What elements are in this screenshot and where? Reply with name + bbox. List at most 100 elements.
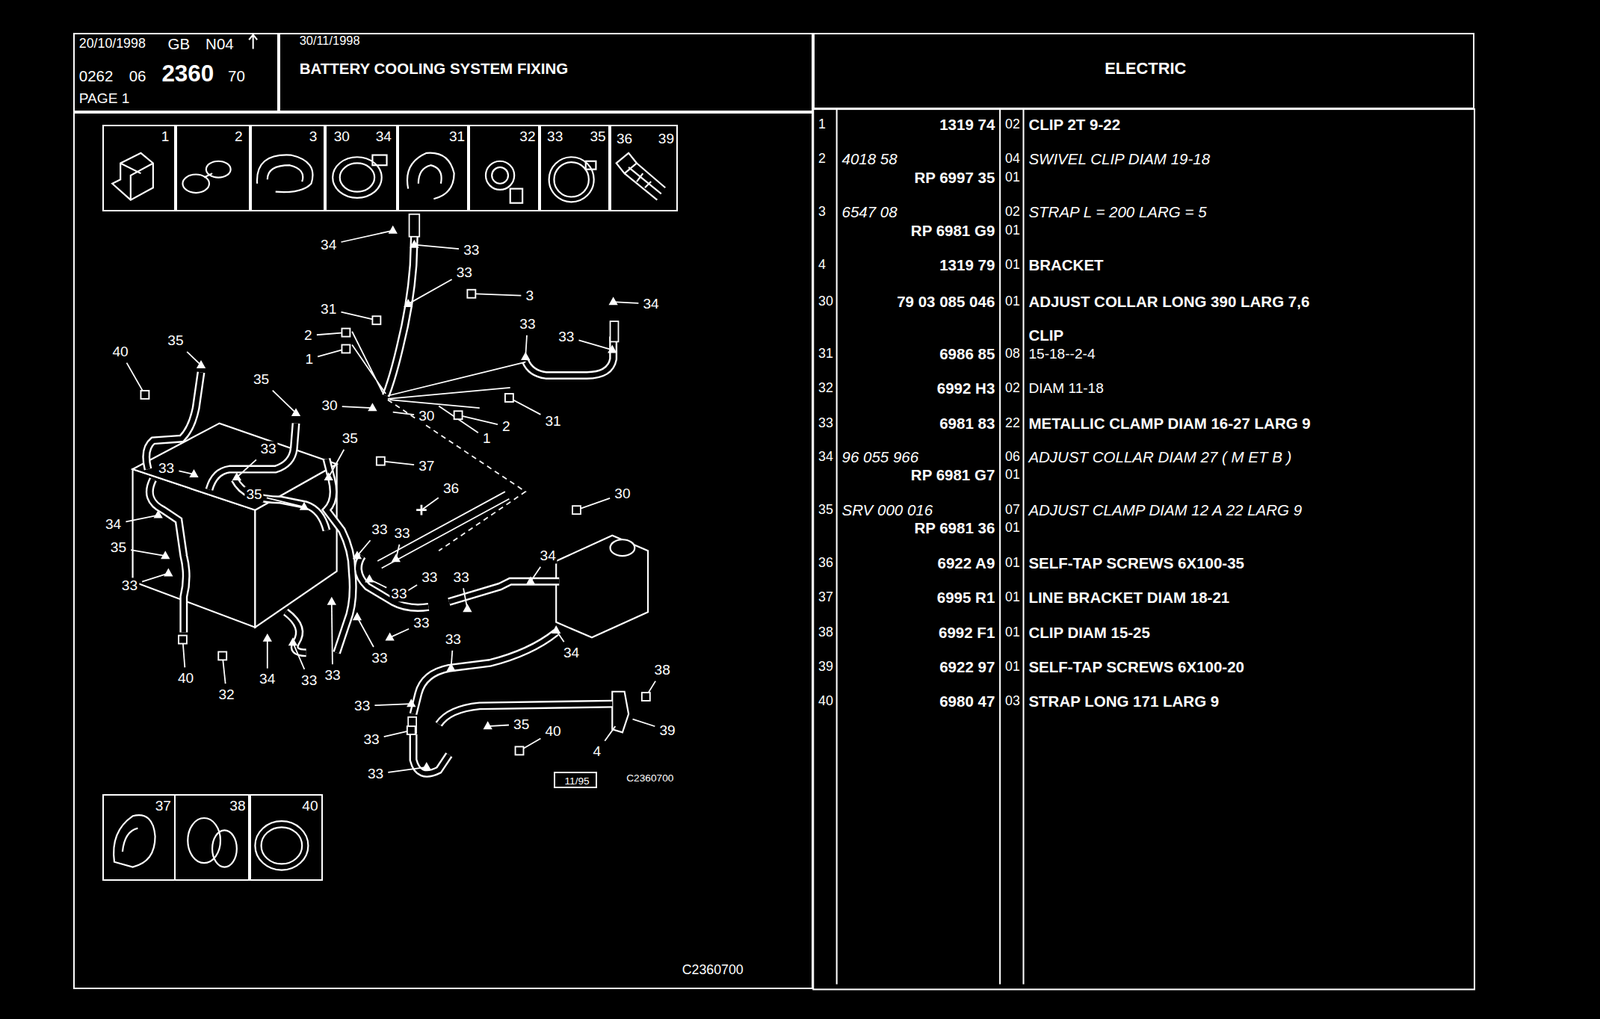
- callout-number: 32: [216, 686, 236, 703]
- leader-line: [374, 703, 412, 706]
- arrow-marker: [607, 344, 617, 353]
- date-box: 11/95: [553, 771, 598, 789]
- item-number: 3: [818, 205, 826, 219]
- node-text: 30: [334, 129, 350, 144]
- callout-number: 35: [340, 431, 360, 447]
- part-icon-cell: 3034: [325, 124, 398, 212]
- callout-number: 30: [417, 408, 436, 425]
- part-icon-cell: 3: [250, 124, 326, 212]
- callout-number: 40: [176, 670, 196, 687]
- part-description: LINE BRACKET DIAM 18-21: [1028, 590, 1230, 607]
- arrow-marker: [406, 698, 416, 707]
- callout-number: 2: [500, 418, 512, 435]
- arrow-marker: [232, 472, 242, 481]
- callout-markers: [140, 225, 650, 771]
- square-marker: [376, 457, 385, 466]
- part-icon-cell: 38: [174, 794, 250, 882]
- part-reference: SRV 000 016: [842, 502, 934, 518]
- leader-line: [331, 602, 333, 666]
- square-marker: [178, 635, 187, 645]
- callout-number: 35: [251, 371, 271, 388]
- callout-number: 1: [303, 351, 315, 367]
- node-text: 3: [309, 129, 318, 144]
- leader-line: [387, 767, 426, 773]
- part-description: STRAP L = 200 LARG = 5: [1028, 204, 1207, 221]
- arrow-marker: [163, 568, 173, 577]
- quantity: 04: [1005, 152, 1021, 166]
- node-text: 32: [519, 129, 536, 144]
- part-reference: 96 055 966: [842, 449, 920, 465]
- node-text: 2: [234, 129, 243, 144]
- part-icon-cell: 32: [468, 124, 539, 212]
- part-icon-cell: 37: [102, 794, 176, 882]
- quantity: 01: [1005, 468, 1021, 483]
- part-reference: 6986 85: [939, 346, 995, 363]
- arrow-marker: [189, 469, 199, 478]
- leader-line: [578, 340, 613, 350]
- part-description: STRAP LONG 171 LARG 9: [1028, 694, 1219, 710]
- node-text: 40: [301, 798, 318, 814]
- leader-line: [390, 629, 410, 639]
- callout-number: 33: [389, 585, 409, 602]
- leader-line: [186, 351, 202, 366]
- leader-line: [414, 245, 459, 249]
- node-text: GB: [168, 36, 191, 53]
- callout-number: 40: [110, 344, 130, 361]
- part-reference: 79 03 085 046: [896, 294, 995, 311]
- node-text: 30/11/1998: [299, 34, 361, 47]
- part-reference: 6980 47: [939, 694, 995, 710]
- part-reference: 6992 H3: [937, 381, 996, 397]
- square-marker: [341, 344, 350, 353]
- callout-number: 33: [411, 615, 431, 632]
- part-reference: RP 6997 35: [913, 169, 995, 186]
- arrow-marker: [288, 637, 298, 646]
- part-reference: 6981 83: [939, 415, 995, 432]
- part-reference: 6547 08: [842, 204, 898, 221]
- quantity: 02: [1005, 118, 1021, 132]
- callout-number: 33: [517, 316, 537, 333]
- arrow-marker: [391, 553, 401, 562]
- leader-line: [272, 390, 296, 414]
- part-icon-cell: 31: [397, 124, 470, 212]
- illustration-panel: C2360700123303431323335363911/95373840: [73, 112, 814, 990]
- leader-line: [408, 279, 452, 305]
- square-marker: [505, 393, 514, 403]
- quantity: 07: [1005, 503, 1021, 518]
- leader-line: [471, 293, 521, 296]
- part-reference: RP 6981 36: [913, 520, 995, 537]
- callout-number: 33: [352, 697, 372, 714]
- part-description: CLIP: [1028, 328, 1064, 344]
- battery-and-tank: [133, 423, 649, 734]
- quantity: 06: [1005, 450, 1021, 465]
- quantity: 02: [1005, 205, 1021, 219]
- part-description: SWIVEL CLIP DIAM 19-18: [1028, 151, 1210, 168]
- node-text: 11/95: [564, 776, 589, 787]
- item-number: 31: [818, 347, 834, 361]
- part-icon-cell: 3335: [539, 124, 610, 212]
- arrow-marker: [409, 239, 419, 249]
- part-description: CLIP DIAM 15-25: [1028, 624, 1151, 641]
- node-text: 35: [589, 129, 606, 144]
- square-marker: [572, 505, 581, 515]
- node-text: 70: [227, 68, 246, 84]
- item-number: 1: [818, 118, 826, 132]
- node-text: 31: [449, 129, 465, 144]
- arrow-marker: [520, 351, 530, 361]
- callout-number: 33: [120, 577, 140, 594]
- quantity: 01: [1005, 660, 1021, 675]
- callout-number: 33: [419, 569, 439, 586]
- leader-line: [604, 726, 616, 742]
- quantity: 01: [1005, 295, 1021, 309]
- square-marker: [467, 289, 476, 299]
- leader-line: [487, 725, 509, 728]
- callout-number: 33: [369, 521, 389, 538]
- node-text: 1: [161, 129, 170, 144]
- quantity: 22: [1005, 417, 1021, 431]
- leader-line: [340, 312, 376, 321]
- square-marker: [407, 726, 416, 735]
- leader-line: [632, 719, 656, 728]
- arrow-marker: [160, 550, 170, 559]
- arrow-marker: [263, 633, 273, 642]
- part-description: ADJUST COLLAR DIAM 27 ( M ET B ): [1028, 449, 1292, 465]
- callout-number: 40: [543, 723, 562, 740]
